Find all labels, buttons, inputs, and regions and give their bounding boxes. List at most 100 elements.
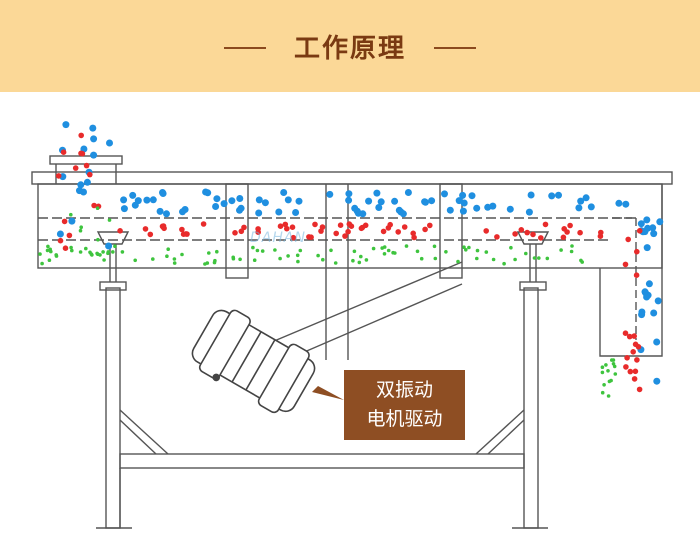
fine-particle — [602, 383, 606, 387]
fine-particle — [70, 248, 74, 253]
coarse-particle — [90, 135, 98, 143]
medium-particle — [179, 226, 185, 233]
fine-particle — [444, 250, 448, 254]
fine-particle — [180, 252, 184, 257]
title-right-rule — [434, 47, 476, 49]
coarse-particle — [428, 197, 436, 205]
medium-particle — [636, 228, 643, 234]
medium-particle — [66, 232, 73, 239]
coarse-particle — [638, 311, 646, 319]
coarse-particle — [237, 204, 245, 212]
fine-particle — [69, 245, 73, 250]
fine-particle — [419, 256, 424, 261]
fine-particle — [107, 218, 112, 222]
coarse-particle — [202, 188, 210, 196]
coarse-particle — [280, 189, 288, 196]
medium-particle — [60, 149, 67, 155]
coarse-particle — [548, 192, 556, 200]
fine-particle — [321, 257, 325, 262]
fine-particle — [252, 258, 257, 263]
fine-particle — [475, 256, 479, 261]
medium-particle — [401, 224, 408, 230]
feed-inlet — [49, 155, 123, 165]
coarse-particle — [653, 377, 661, 385]
coarse-particle — [179, 208, 186, 216]
medium-particle — [627, 368, 634, 375]
medium-particle — [91, 202, 97, 209]
medium-particle — [342, 233, 348, 239]
medium-particle — [622, 330, 629, 337]
coarse-particle — [213, 195, 221, 203]
fine-particle — [260, 249, 265, 253]
medium-particle — [577, 229, 583, 236]
coarse-particle — [120, 196, 128, 204]
fine-particle — [166, 247, 170, 251]
medium-particle — [183, 231, 189, 237]
coarse-particle — [292, 209, 300, 216]
medium-particle — [319, 224, 326, 230]
fine-particle — [238, 257, 242, 262]
fine-particle — [464, 248, 468, 252]
callout-line-1: 双振动 — [375, 379, 433, 401]
coarse-particle — [555, 191, 562, 199]
fine-particle — [610, 358, 614, 362]
coarse-particle — [345, 190, 353, 198]
fine-particle — [484, 250, 489, 254]
fine-particle — [513, 257, 517, 262]
medium-particle — [626, 333, 633, 340]
medium-particle — [362, 222, 369, 229]
medium-particle — [560, 234, 567, 241]
coarse-particle — [641, 288, 649, 296]
coarse-particle — [255, 209, 263, 217]
fine-particle — [371, 246, 376, 251]
medium-particle — [518, 227, 525, 233]
fine-particle — [352, 249, 357, 254]
fine-particle — [278, 256, 282, 261]
fine-particle — [532, 256, 537, 260]
medium-particle — [78, 132, 84, 139]
medium-particle — [538, 235, 544, 241]
coarse-particle — [62, 121, 70, 129]
base-beam — [119, 453, 525, 469]
coarse-particle — [143, 196, 151, 204]
fine-particle — [207, 251, 211, 255]
medium-particle — [289, 224, 296, 230]
fine-particle — [604, 363, 608, 367]
page-title: 工作原理 — [293, 34, 406, 64]
fine-particle — [54, 254, 59, 258]
medium-particle — [337, 222, 344, 228]
medium-particle — [494, 234, 500, 240]
fine-particle — [111, 250, 115, 254]
medium-particle — [422, 226, 428, 233]
coarse-particle — [134, 197, 142, 205]
medium-particle — [622, 261, 629, 268]
fine-particle — [415, 249, 420, 254]
medium-particle — [630, 349, 636, 355]
coarse-particle — [275, 208, 283, 216]
medium-particle — [561, 226, 567, 232]
fine-particle — [172, 257, 177, 261]
fine-particle — [537, 256, 541, 260]
medium-particle — [147, 231, 154, 238]
fine-particle — [606, 369, 610, 373]
coarse-particle — [455, 197, 463, 205]
medium-particle — [284, 225, 290, 232]
medium-particle — [61, 218, 68, 225]
coarse-particle — [359, 210, 367, 218]
coarse-particle — [76, 187, 83, 195]
right-leg — [523, 287, 539, 529]
coarse-particle — [90, 151, 98, 159]
medium-particle — [631, 333, 637, 339]
coarse-particle — [653, 338, 661, 346]
medium-particle — [634, 248, 640, 255]
medium-particle — [387, 221, 394, 228]
fine-particle — [404, 244, 409, 248]
fine-particle — [46, 244, 50, 249]
fine-particle — [69, 212, 73, 217]
fine-particle — [79, 225, 83, 229]
coarse-particle — [365, 197, 373, 205]
fine-particle — [133, 258, 137, 263]
coarse-particle — [527, 191, 535, 199]
coarse-particle — [643, 244, 651, 252]
fine-particle — [78, 250, 83, 254]
